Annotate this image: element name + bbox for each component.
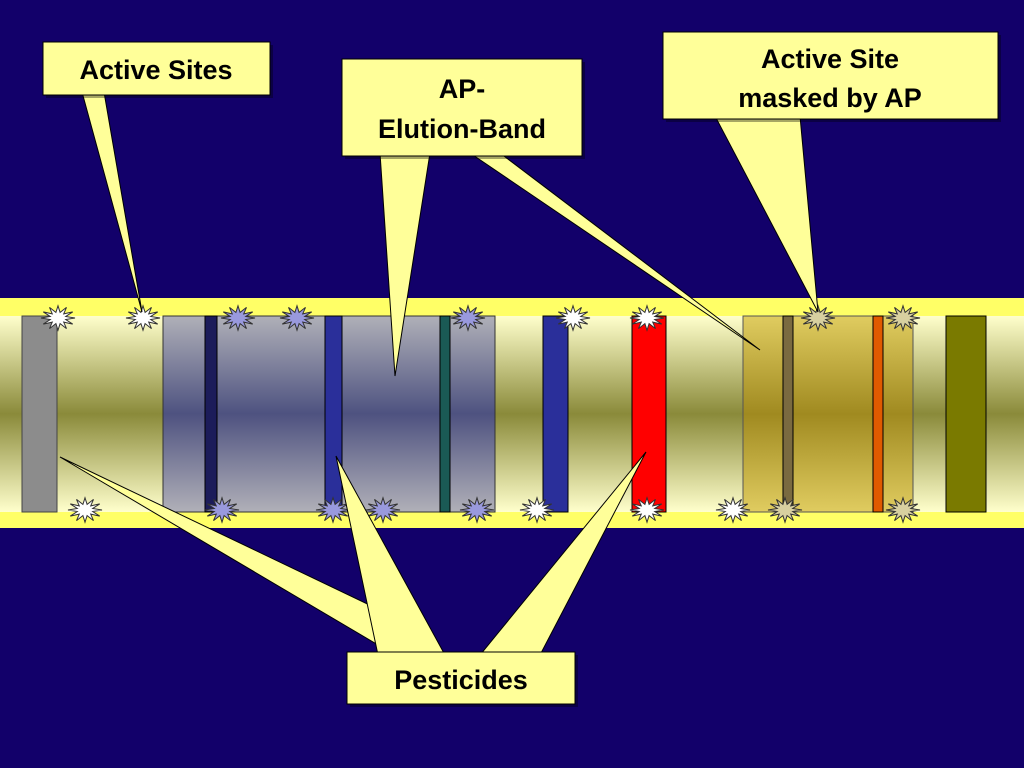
active-site-marker — [459, 496, 495, 524]
active-site-marker — [519, 496, 555, 524]
active-site-marker — [220, 304, 256, 332]
active-site-marker — [800, 304, 836, 332]
active-site-markers — [40, 304, 921, 524]
active-site-marker — [715, 496, 751, 524]
ap-masked-zone — [742, 315, 914, 513]
active-site-marker — [279, 304, 315, 332]
active-site-marker — [629, 496, 665, 524]
active-site-marker — [450, 304, 486, 332]
ap-elution-band-label-line2: Elution-Band — [378, 114, 546, 144]
active-site-marker — [629, 304, 665, 332]
pesticide-band-orange — [872, 315, 884, 513]
callout-active-sites: Active Sites — [42, 41, 273, 313]
callout-active-site-masked: Active Site masked by AP — [662, 31, 1001, 313]
active-site-marker — [125, 304, 161, 332]
pesticide-band-blue-2 — [542, 315, 569, 513]
active-site-masked-label-line1: Active Site — [761, 44, 899, 74]
active-site-marker — [204, 496, 240, 524]
active-site-marker — [555, 304, 591, 332]
active-site-masked-label-line2: masked by AP — [738, 83, 922, 113]
pesticide-band-olive — [945, 315, 987, 513]
ap-elution-band-label-line1: AP- — [439, 74, 486, 104]
callout-ap-elution-band: AP- Elution-Band — [341, 58, 761, 377]
callout-pesticides: Pesticides — [59, 451, 647, 707]
pesticide-band-navy — [204, 315, 218, 513]
pesticide-band-blue-1 — [324, 315, 343, 513]
pesticide-band-teal — [439, 315, 451, 513]
active-site-marker — [767, 496, 803, 524]
pesticides-label: Pesticides — [394, 665, 528, 695]
pesticide-band-brown — [782, 315, 794, 513]
active-site-marker — [67, 496, 103, 524]
pesticide-band-red — [631, 315, 667, 513]
active-site-marker — [885, 304, 921, 332]
pesticide-band-gray — [21, 315, 58, 513]
active-site-marker — [40, 304, 76, 332]
active-sites-label: Active Sites — [79, 55, 232, 85]
active-site-marker — [315, 496, 351, 524]
active-site-marker — [885, 496, 921, 524]
